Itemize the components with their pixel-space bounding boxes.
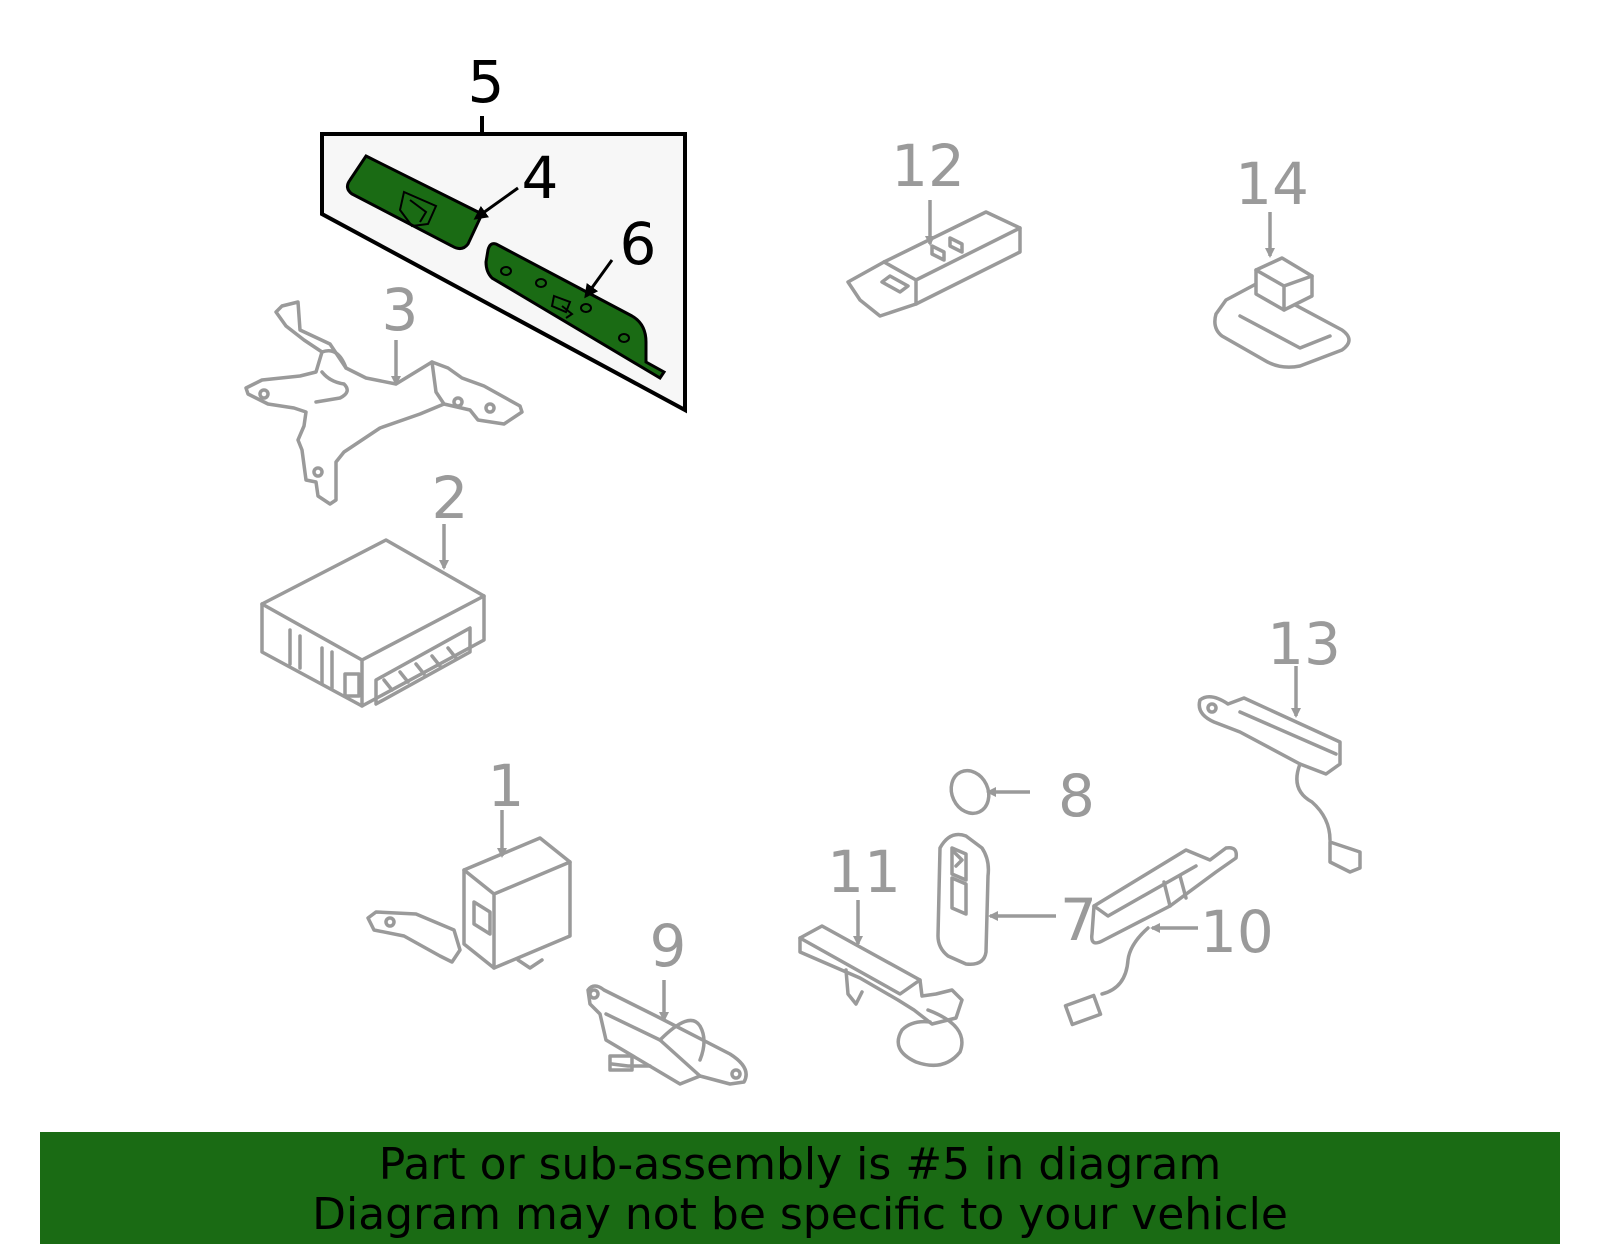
part-3-bracket[interactable] — [244, 300, 524, 506]
banner-line-1: Part or sub-assembly is #5 in diagram — [378, 1139, 1222, 1190]
part-4[interactable] — [345, 154, 484, 251]
callout-13: 13 — [1267, 610, 1341, 678]
part-14-lamp[interactable] — [1213, 212, 1351, 369]
callout-10: 10 — [1200, 898, 1274, 966]
parts-diagram: 5 4 6 3 2 1 9 11 8 7 10 13 12 14 — [244, 48, 1362, 1086]
callout-9: 9 — [650, 912, 687, 980]
part-6[interactable] — [484, 242, 667, 381]
callout-5: 5 — [468, 48, 505, 116]
part-2-module[interactable] — [260, 524, 486, 708]
info-banner: Part or sub-assembly is #5 in diagram Di… — [40, 1132, 1560, 1244]
callout-1: 1 — [488, 752, 525, 820]
callout-11: 11 — [827, 838, 901, 906]
part-12-module[interactable] — [846, 200, 1022, 318]
callout-14: 14 — [1235, 150, 1309, 218]
part-5-assembly[interactable] — [320, 116, 687, 414]
part-9-antenna[interactable] — [586, 980, 748, 1086]
callout-7: 7 — [1060, 886, 1097, 954]
part-8-battery[interactable] — [944, 764, 1030, 819]
banner-line-2: Diagram may not be specific to your vehi… — [312, 1189, 1288, 1240]
callout-4: 4 — [522, 144, 559, 212]
callout-2: 2 — [432, 464, 469, 532]
part-13-antenna[interactable] — [1197, 666, 1362, 874]
part-11-antenna[interactable] — [798, 900, 964, 1068]
callout-6: 6 — [620, 210, 657, 278]
part-10-antenna[interactable] — [1063, 845, 1239, 1027]
callout-3: 3 — [382, 276, 419, 344]
part-7-keyfob[interactable] — [936, 832, 1056, 966]
part-1-module[interactable] — [366, 810, 572, 970]
callout-12: 12 — [891, 132, 965, 200]
callout-8: 8 — [1058, 762, 1095, 830]
